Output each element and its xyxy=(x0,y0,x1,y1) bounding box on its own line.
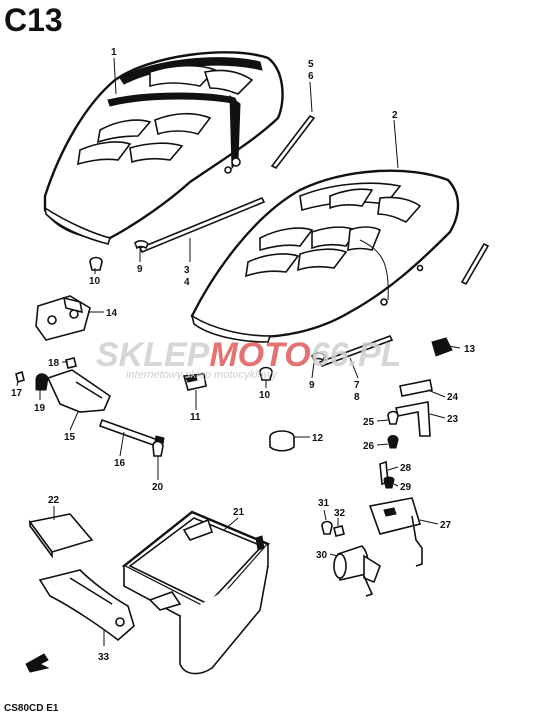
grommets xyxy=(89,256,273,381)
callout-labels: 1 2 3 4 5 6 7 8 9 9 10 10 11 12 13 14 15… xyxy=(11,47,476,663)
watermark: SKLEPMOTO66.PL internetowy sklep motocyk… xyxy=(96,336,401,381)
callout-label: 8 xyxy=(354,392,360,403)
callout-label: 11 xyxy=(190,412,201,423)
page-code: C13 xyxy=(4,2,63,38)
seat-stopper xyxy=(182,373,207,391)
callout-label: 13 xyxy=(464,344,476,355)
callout-label: 24 xyxy=(447,392,459,403)
callout-label: 6 xyxy=(308,71,314,82)
callout-label: 12 xyxy=(312,433,324,444)
callout-label: 23 xyxy=(447,414,459,425)
callout-label: 2 xyxy=(392,110,398,121)
callout-label: 3 xyxy=(184,265,190,276)
callout-label: 30 xyxy=(316,550,328,561)
watermark-brand-b: MOTO xyxy=(209,336,310,374)
callout-label: 33 xyxy=(98,652,110,663)
callout-label: 25 xyxy=(363,417,375,428)
callout-label: 18 xyxy=(48,358,60,369)
callout-label: 9 xyxy=(137,264,143,275)
seat-lock xyxy=(321,520,381,597)
callout-label: 7 xyxy=(354,380,360,391)
callout-label: 22 xyxy=(48,495,60,506)
callout-label: 27 xyxy=(440,520,452,531)
pad-sheet xyxy=(28,513,94,559)
callout-label: 20 xyxy=(152,482,164,493)
model-code: CS80CD E1 xyxy=(4,703,59,714)
callout-label: 14 xyxy=(106,308,118,319)
callout-label: 32 xyxy=(334,508,346,519)
callout-label: 5 xyxy=(308,59,314,70)
callout-label: 1 xyxy=(111,47,117,58)
strap xyxy=(38,569,135,642)
watermark-tagline: internetowy sklep motocyklowy xyxy=(126,369,279,381)
callout-label: 4 xyxy=(184,277,190,288)
callout-label: 29 xyxy=(400,482,412,493)
seat-rear xyxy=(190,169,460,343)
callout-label: 31 xyxy=(318,498,330,509)
callout-label: 10 xyxy=(259,390,271,401)
callout-label: 16 xyxy=(114,458,126,469)
front-arrow-icon xyxy=(25,653,50,673)
watermark-brand-c: 66.PL xyxy=(311,336,402,374)
hinge-assembly xyxy=(15,357,165,457)
callout-label: 26 xyxy=(363,441,375,452)
lock-plate xyxy=(368,460,423,567)
callout-label: 19 xyxy=(34,403,46,414)
svg-text:SKLEPMOTO66.PL: SKLEPMOTO66.PL xyxy=(96,336,401,374)
battery-tray xyxy=(121,510,271,675)
leader-lines xyxy=(16,57,461,646)
clip xyxy=(431,337,453,357)
cushion xyxy=(269,430,295,452)
callout-label: 17 xyxy=(11,388,23,399)
watermark-brand-a: SKLEP xyxy=(96,336,210,374)
callout-label: 9 xyxy=(309,380,315,391)
bracket-hinge xyxy=(35,295,91,341)
callout-label: 28 xyxy=(400,463,412,474)
lock-bracket xyxy=(387,379,433,449)
seat-front xyxy=(43,51,284,245)
callout-label: 21 xyxy=(233,507,245,518)
callout-label: 15 xyxy=(64,432,76,443)
callout-label: 10 xyxy=(89,276,101,287)
seat-trims xyxy=(134,114,490,367)
